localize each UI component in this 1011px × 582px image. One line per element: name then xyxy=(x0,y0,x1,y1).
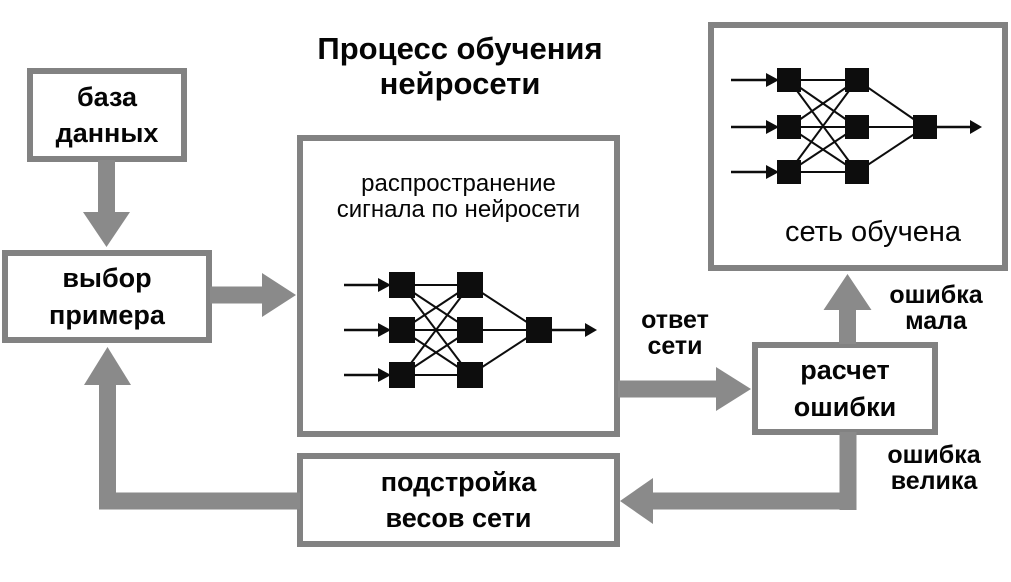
arrow-shaft-horizontal xyxy=(104,492,300,510)
arrow-error-to-trained xyxy=(823,274,872,344)
arrow-shaft xyxy=(98,160,115,212)
arrow-error-to-weights xyxy=(620,432,857,524)
box-network-trained-label: сеть обучена xyxy=(784,216,962,249)
arrow-shaft-horizontal xyxy=(653,492,857,510)
box-network-trained: сеть обучена xyxy=(708,22,1008,271)
diagram-title: Процесс обучения нейросети xyxy=(317,31,603,101)
box-weights-adjust: подстройка весов сети xyxy=(297,453,620,547)
arrow-head xyxy=(716,367,751,411)
arrow-select-to-propagation xyxy=(210,273,296,317)
arrow-shaft-vertical xyxy=(839,432,857,510)
arrow-shaft-vertical xyxy=(99,383,116,510)
arrow-database-to-select xyxy=(83,160,130,247)
box-weights-adjust-label: подстройка весов сети xyxy=(380,466,537,533)
arrow-weights-to-select xyxy=(84,347,300,510)
arrow-shaft xyxy=(839,308,856,344)
arrow-shaft xyxy=(618,380,716,398)
box-error-calc: расчет ошибки xyxy=(752,342,938,435)
arrow-head xyxy=(84,347,131,385)
arrow-shaft xyxy=(210,286,262,304)
label-net-answer: ответ сети xyxy=(641,306,709,360)
arrow-head xyxy=(620,478,653,524)
label-error-small: ошибка мала xyxy=(889,281,983,335)
box-database: база данных xyxy=(27,68,187,162)
box-select-example-label: выбор примера xyxy=(49,263,165,330)
box-signal-propagation-label: распространение сигнала по нейросети xyxy=(336,170,581,224)
box-database-label: база данных xyxy=(55,81,159,148)
box-select-example: выбор примера xyxy=(2,250,212,343)
arrow-head xyxy=(83,212,130,247)
box-signal-propagation: распространение сигнала по нейросети xyxy=(297,135,620,437)
box-error-calc-label: расчет ошибки xyxy=(793,355,897,422)
arrow-propagation-to-error xyxy=(618,367,751,411)
label-error-large: ошибка велика xyxy=(887,441,981,495)
arrow-head xyxy=(262,273,296,317)
arrow-head xyxy=(823,274,872,310)
